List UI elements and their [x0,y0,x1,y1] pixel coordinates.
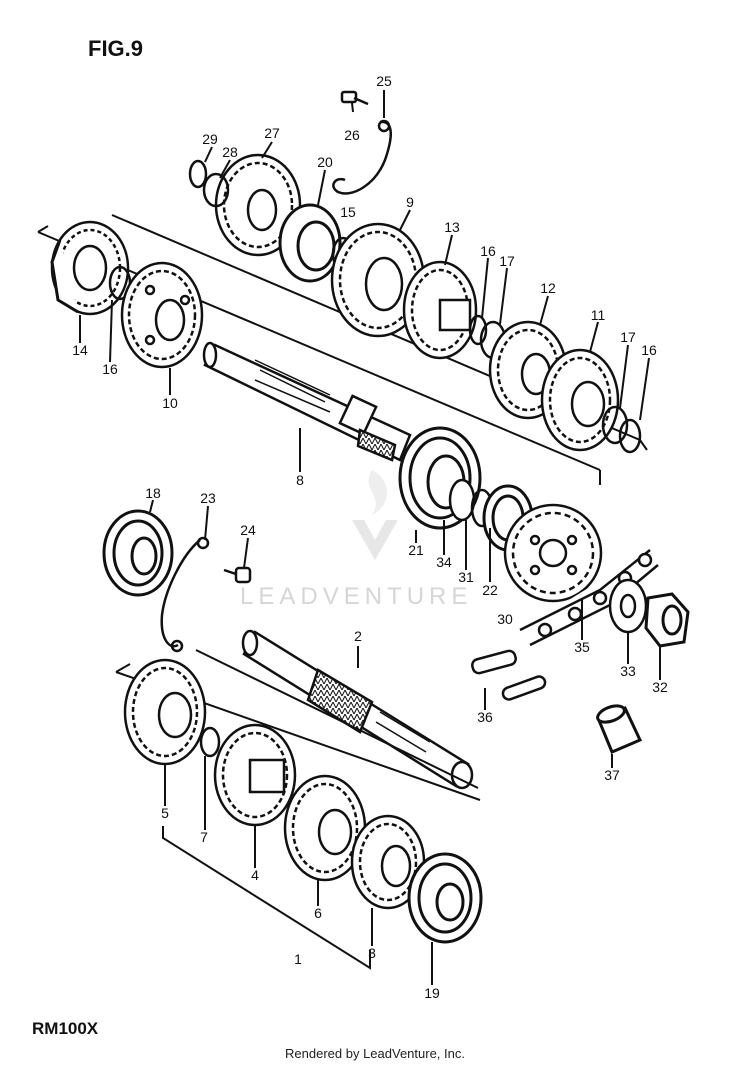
callout-26: 26 [344,127,360,143]
callout-16-left: 16 [102,361,118,377]
callout-1: 1 [294,951,302,967]
callout-13: 13 [444,219,460,235]
callout-17-mid: 17 [499,253,515,269]
callout-24: 24 [240,522,256,538]
callout-2: 2 [354,628,362,644]
assembly-bracket-1 [162,826,371,970]
retainer-23 [160,536,210,653]
gear-6 [283,774,367,882]
callout-16-right: 16 [641,342,657,358]
lock-washer-33 [608,578,648,634]
watermark-logo [352,470,398,560]
callout-28: 28 [222,144,238,160]
figure-title: FIG.9 [88,36,144,61]
callout-37: 37 [604,767,620,783]
callout-5: 5 [161,805,169,821]
callout-31: 31 [458,569,474,585]
part-callouts: 1 2 3 4 5 6 7 8 9 10 11 12 13 14 15 16 1… [72,73,668,1001]
bearing-18 [102,509,174,597]
callout-34: 34 [436,554,452,570]
engine-sprocket-30 [503,503,603,603]
leader-lines [79,90,661,985]
callout-30: 30 [497,611,513,627]
callout-16-mid: 16 [480,243,496,259]
gear-4 [213,723,297,827]
bushing-37 [596,704,643,754]
callout-10: 10 [162,395,178,411]
gear-13 [402,260,478,360]
gear-14 [50,220,130,316]
callout-7: 7 [200,829,208,845]
washer-28 [202,172,230,208]
countershaft-8 [202,341,412,462]
footer-credit: Rendered by LeadVenture, Inc. [285,1046,465,1061]
callout-27: 27 [264,125,280,141]
callout-21: 21 [408,542,424,558]
callout-15: 15 [340,204,356,220]
driveshaft-2 [241,629,474,790]
callout-29: 29 [202,131,218,147]
callout-17-right: 17 [620,329,636,345]
callout-33: 33 [620,663,636,679]
washer-17-right [601,405,629,445]
callout-35: 35 [574,639,590,655]
gear-5 [123,658,207,766]
callout-6: 6 [314,905,322,921]
circlip-16-mid [468,314,488,346]
callout-9: 9 [406,194,414,210]
gear-10 [120,261,204,369]
callout-36: 36 [477,709,493,725]
callout-4: 4 [251,867,259,883]
nut-32 [644,592,690,648]
callout-20: 20 [317,154,333,170]
circlip-16-right [618,418,642,454]
collar-34 [448,478,476,522]
callout-8: 8 [296,472,304,488]
callout-22: 22 [482,582,498,598]
callout-32: 32 [652,679,668,695]
gear-11 [540,348,620,452]
circlip-29 [188,159,208,189]
gear-9 [330,222,426,338]
bearing-20 [278,203,342,283]
chain-joint-36 [471,649,547,701]
watermark-text: LEADVENTURE [240,583,473,610]
gear-3 [350,814,426,910]
callout-19: 19 [424,985,440,1001]
callout-3: 3 [368,945,376,961]
callout-18: 18 [145,485,161,501]
screw-26 [340,90,369,106]
gear-27 [214,153,302,257]
callout-12: 12 [540,280,556,296]
callout-11: 11 [591,307,606,323]
model-label: RM100X [32,1019,99,1038]
callout-14: 14 [72,342,88,358]
callout-23: 23 [200,490,216,506]
circlip-7 [199,726,221,758]
callout-25: 25 [376,73,392,89]
bearing-19 [407,852,483,944]
retainer-25 [332,119,392,195]
screw-24 [223,566,252,584]
